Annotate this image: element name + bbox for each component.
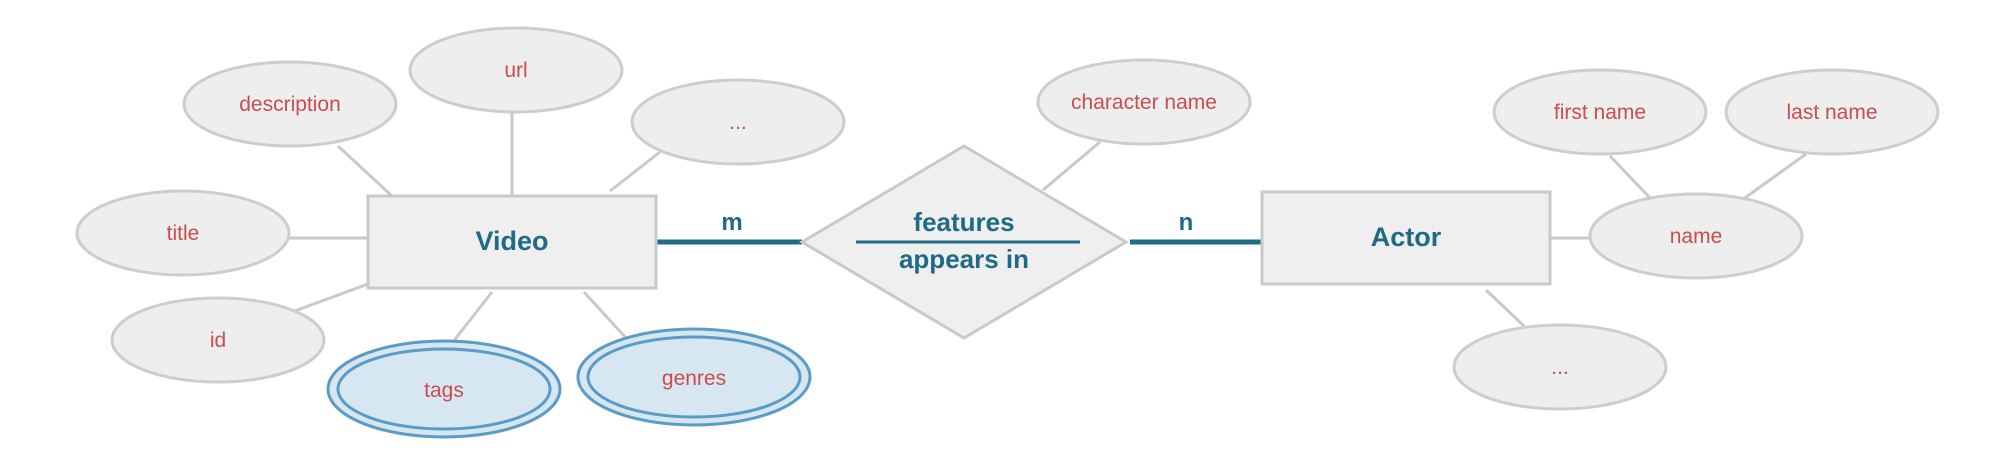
entity-actor-label: Actor [1371,222,1442,252]
attribute-character-name-label: character name [1071,91,1217,114]
cardinality-n: n [1179,209,1194,236]
attribute-tags-multivalued: tags [326,339,562,439]
attribute-video-more-label: ... [729,111,747,134]
attribute-description-label: description [239,93,341,116]
attribute-last-name: last name [1724,68,1940,156]
attribute-tags-label: tags [424,379,464,402]
connector-video-description [336,144,394,198]
attribute-description: description [182,60,398,148]
attribute-character-name: character name [1036,58,1252,146]
entity-video: Video [366,194,658,290]
attribute-title-label: title [167,222,200,245]
attribute-name: name [1588,192,1804,280]
connector-name-first-name [1608,154,1654,202]
connector-video-more [609,150,661,193]
entity-video-label: Video [475,226,548,256]
connector-video-tags [451,291,494,343]
relationship-diamond: features appears in [799,144,1129,340]
attribute-url-label: url [504,59,527,82]
relationship-label-appears-in: appears in [899,244,1029,274]
relationship-label-features: features [913,207,1014,237]
connector-lines [288,112,1807,343]
attribute-first-name-label: first name [1554,101,1646,124]
connector-video-id [291,282,369,314]
attribute-video-more: ... [630,78,846,166]
attribute-actor-more-label: ... [1551,356,1569,379]
attribute-actor-more: ... [1452,323,1668,411]
entity-actor: Actor [1260,190,1552,286]
connector-rel-character-name [1042,140,1101,192]
attribute-genres-label: genres [662,367,726,390]
attribute-title: title [75,189,291,277]
connector-video-genres [582,290,628,340]
connector-actor-more [1484,288,1526,328]
attribute-url: url [408,26,624,114]
attribute-name-label: name [1670,225,1723,248]
attribute-first-name: first name [1492,68,1708,156]
attribute-id: id [110,296,326,384]
attribute-last-name-label: last name [1786,101,1877,124]
cardinality-m: m [721,209,742,236]
attribute-id-label: id [210,329,226,352]
connector-name-last-name [1741,152,1807,202]
attribute-genres-multivalued: genres [576,327,812,427]
